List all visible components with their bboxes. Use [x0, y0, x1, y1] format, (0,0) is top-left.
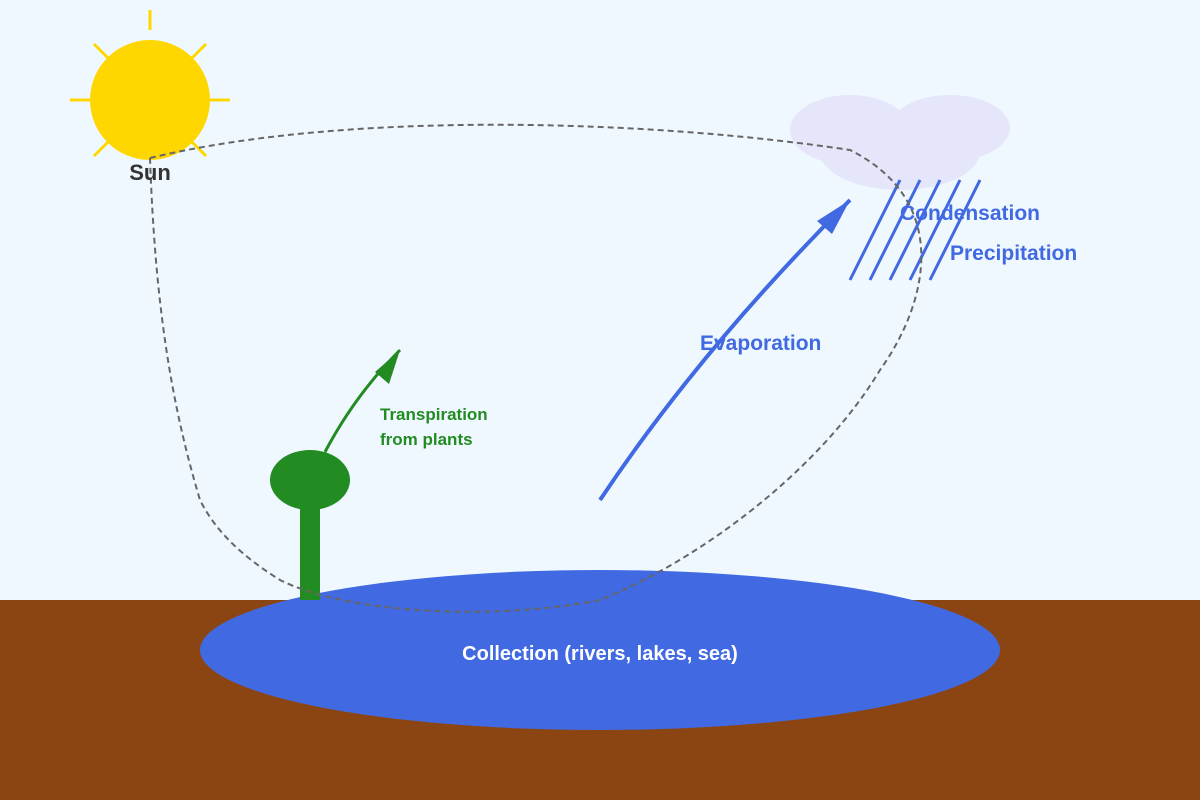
- transpiration-label-line2: from plants: [380, 430, 473, 449]
- rain-icon: [848, 179, 982, 281]
- water-body: [200, 570, 1000, 730]
- cycle-path: [149, 123, 923, 613]
- evaporation-label: Evaporation: [700, 332, 821, 355]
- evaporation-arrow: [598, 198, 852, 502]
- transpiration-label-line1: Transpiration: [380, 405, 488, 424]
- sun-icon: [70, 10, 230, 160]
- collection-label: Collection (rivers, lakes, sea): [462, 643, 738, 665]
- precipitation-label: Precipitation: [950, 242, 1077, 265]
- evaporation-arrowhead: [817, 200, 850, 234]
- transpiration-arrowhead: [375, 350, 400, 384]
- plant-icon: [270, 450, 350, 600]
- condensation-label: Condensation: [900, 202, 1040, 225]
- cloud-icon: [790, 95, 1010, 190]
- sun-label: Sun: [129, 160, 171, 185]
